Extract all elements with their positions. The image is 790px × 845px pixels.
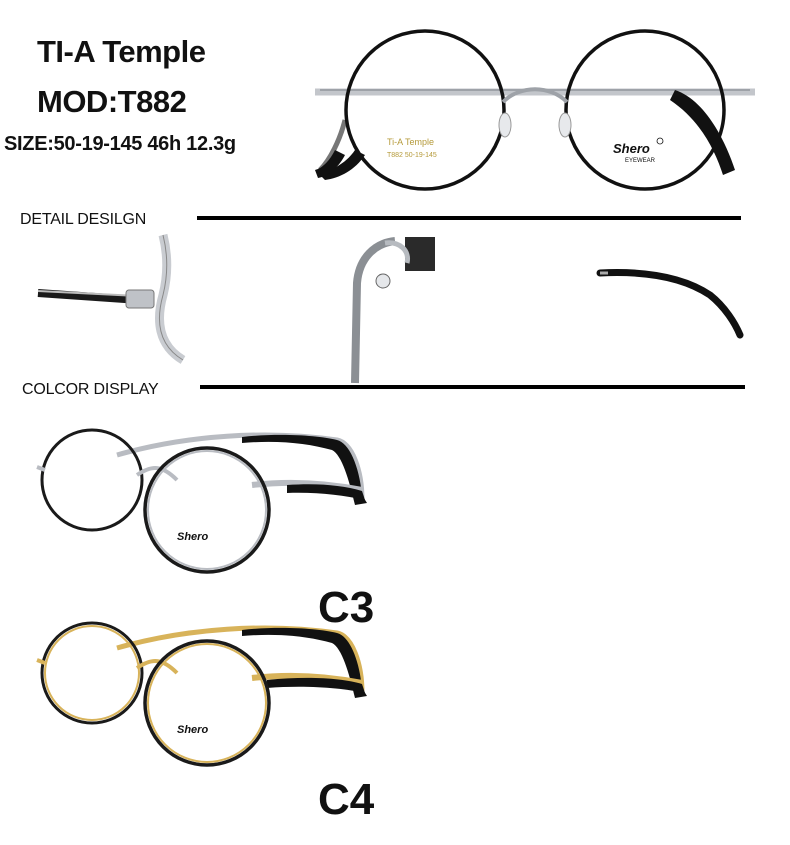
variant-c4-glasses-image: Shero: [36, 621, 367, 767]
section-divider: [200, 385, 745, 389]
section-divider: [197, 216, 741, 220]
model-number: MOD:T882: [37, 84, 187, 119]
variant-code: C3: [318, 583, 375, 632]
lens-print-sub: T882 50-19-145: [387, 152, 437, 159]
lens-print: Ti-A Temple: [387, 137, 434, 147]
hero-glasses-image: Ti-A Temple T882 50-19-145 Shero EYEWEAR: [315, 29, 755, 191]
product-title: TI-A Temple: [37, 34, 206, 69]
variant-c3-glasses-image: Shero: [36, 428, 367, 574]
detail-hinge-image: [37, 233, 186, 364]
size-spec: SIZE:50-19-145 46h 12.3g: [4, 133, 236, 155]
detail-nosepad-image: [351, 237, 435, 384]
brand-logo: Shero: [613, 141, 650, 156]
brand-sub: EYEWEAR: [625, 158, 656, 164]
variant-code: C4: [318, 775, 375, 824]
section-label-detail: DETAIL DESILGN: [20, 211, 147, 228]
variant-brand-logo: Shero: [177, 531, 208, 543]
section-label-color: COLCOR DISPLAY: [22, 381, 159, 398]
variant-brand-logo: Shero: [177, 724, 208, 736]
detail-temple-tip-image: [596, 269, 744, 339]
